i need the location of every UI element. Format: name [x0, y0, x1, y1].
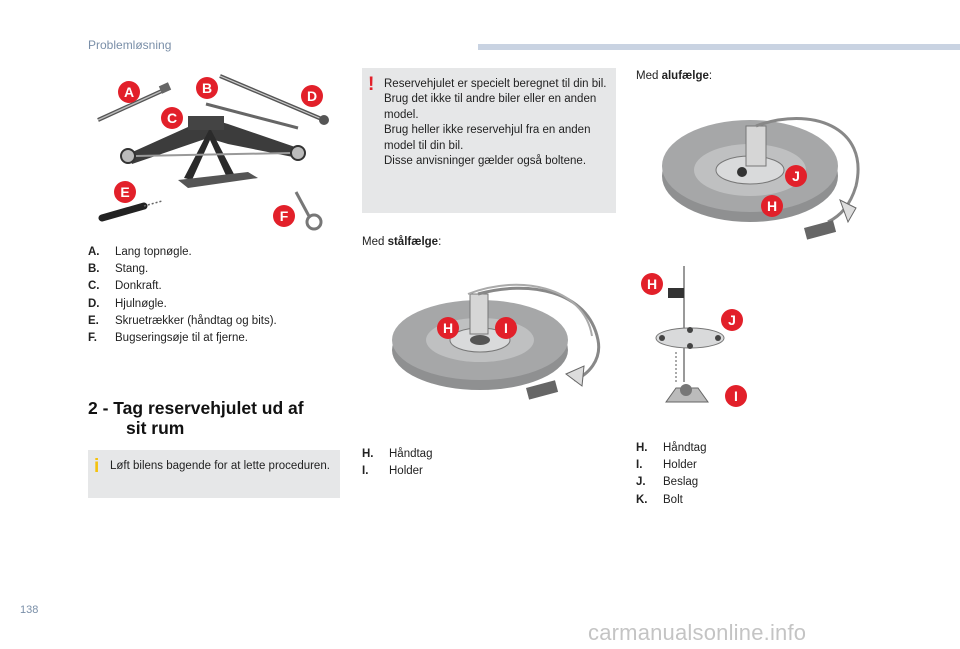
- legend-row-c: C.Donkraft.: [88, 280, 162, 293]
- svg-text:D: D: [307, 88, 317, 104]
- step-heading: 2 - Tag reservehjulet ud af sit rum: [88, 398, 304, 438]
- tools-legend: A.Lang topnøgle. B.Stang. C.Donkraft. D.…: [88, 244, 277, 347]
- svg-text:F: F: [280, 208, 289, 224]
- tool-label-d: D: [301, 85, 323, 107]
- svg-text:I: I: [734, 388, 738, 404]
- tool-label-b: B: [196, 77, 218, 99]
- alu-label-j: J: [785, 165, 807, 187]
- tool-label-f: F: [273, 205, 295, 227]
- svg-text:I: I: [504, 320, 508, 336]
- tool-label-c: C: [161, 107, 183, 129]
- alu-rim-caption: Med alufælge:: [636, 70, 713, 82]
- long-socket-wrench: [97, 82, 172, 122]
- alu-label-h: H: [761, 195, 783, 217]
- steel-legend-row-i: I.Holder: [362, 465, 423, 478]
- header-bar: [478, 44, 960, 50]
- towing-eye: [294, 191, 323, 231]
- tool-label-a: A: [118, 81, 140, 103]
- alu-part-label-i: I: [725, 385, 747, 407]
- info-icon: i: [94, 456, 100, 477]
- legend-row-f: F.Bugseringsøje til at fjerne.: [88, 332, 248, 345]
- svg-text:B: B: [202, 80, 212, 96]
- alu-legend-row-i: I.Holder: [636, 459, 697, 472]
- alu-exploded-illustration: H J I: [641, 266, 747, 407]
- steel-legend: H.Håndtag I.Holder: [362, 446, 432, 480]
- legend-row-b: B.Stang.: [88, 263, 149, 276]
- scissor-jack: [120, 116, 306, 188]
- legend-row-d: D.Hjulnøgle.: [88, 297, 167, 310]
- watermark: carmanualsonline.info: [588, 620, 807, 645]
- steel-label-h: H: [437, 317, 459, 339]
- bar-rod: [205, 102, 299, 130]
- legend-row-a: A.Lang topnøgle.: [88, 246, 192, 258]
- svg-text:E: E: [120, 184, 129, 200]
- info-note-text: Løft bilens bagende for at lette procedu…: [110, 460, 330, 472]
- warning-line-1: Reservehjulet er specielt beregnet til d…: [384, 78, 607, 121]
- tools-illustration: A B C D E F: [97, 74, 329, 231]
- screwdriver: [98, 200, 163, 222]
- svg-text:H: H: [647, 276, 657, 292]
- legend-row-e: E.Skruetrækker (håndtag og bits).: [88, 314, 277, 327]
- section-title: Problemløsning: [88, 38, 172, 52]
- alu-legend-row-k: K.Bolt: [636, 493, 683, 506]
- warning-line-3: Disse anvisninger gælder også boltene.: [384, 155, 587, 168]
- tool-label-e: E: [114, 181, 136, 203]
- wheel-brace: [219, 74, 329, 125]
- warning-note-text: Reservehjulet er specielt beregnet til d…: [384, 77, 608, 169]
- steel-legend-row-h: H.Håndtag: [362, 448, 433, 460]
- alu-rim-wheel-illustration: J H: [662, 117, 860, 240]
- warning-line-2: Brug heller ikke reservehjul fra en ande…: [384, 124, 591, 152]
- svg-text:J: J: [728, 312, 736, 328]
- warning-note: ! Reservehjulet er specielt beregnet til…: [362, 68, 616, 213]
- steel-rim-wheel-illustration: H I: [392, 283, 601, 400]
- svg-text:H: H: [443, 320, 453, 336]
- alu-part-label-j: J: [721, 309, 743, 331]
- svg-text:H: H: [767, 198, 777, 214]
- alu-part-label-h: H: [641, 273, 663, 295]
- svg-text:C: C: [167, 110, 177, 126]
- steel-label-i: I: [495, 317, 517, 339]
- alu-legend: H.Håndtag I.Holder J.Beslag K.Bolt: [636, 440, 706, 509]
- page-number: 138: [20, 604, 39, 616]
- svg-text:A: A: [124, 84, 134, 100]
- warning-icon: !: [368, 74, 375, 95]
- alu-legend-row-j: J.Beslag: [636, 476, 699, 489]
- info-note: i Løft bilens bagende for at lette proce…: [88, 450, 340, 498]
- svg-text:J: J: [792, 168, 800, 184]
- steel-rim-caption: Med stålfælge:: [362, 236, 442, 248]
- alu-legend-row-h: H.Håndtag: [636, 442, 707, 454]
